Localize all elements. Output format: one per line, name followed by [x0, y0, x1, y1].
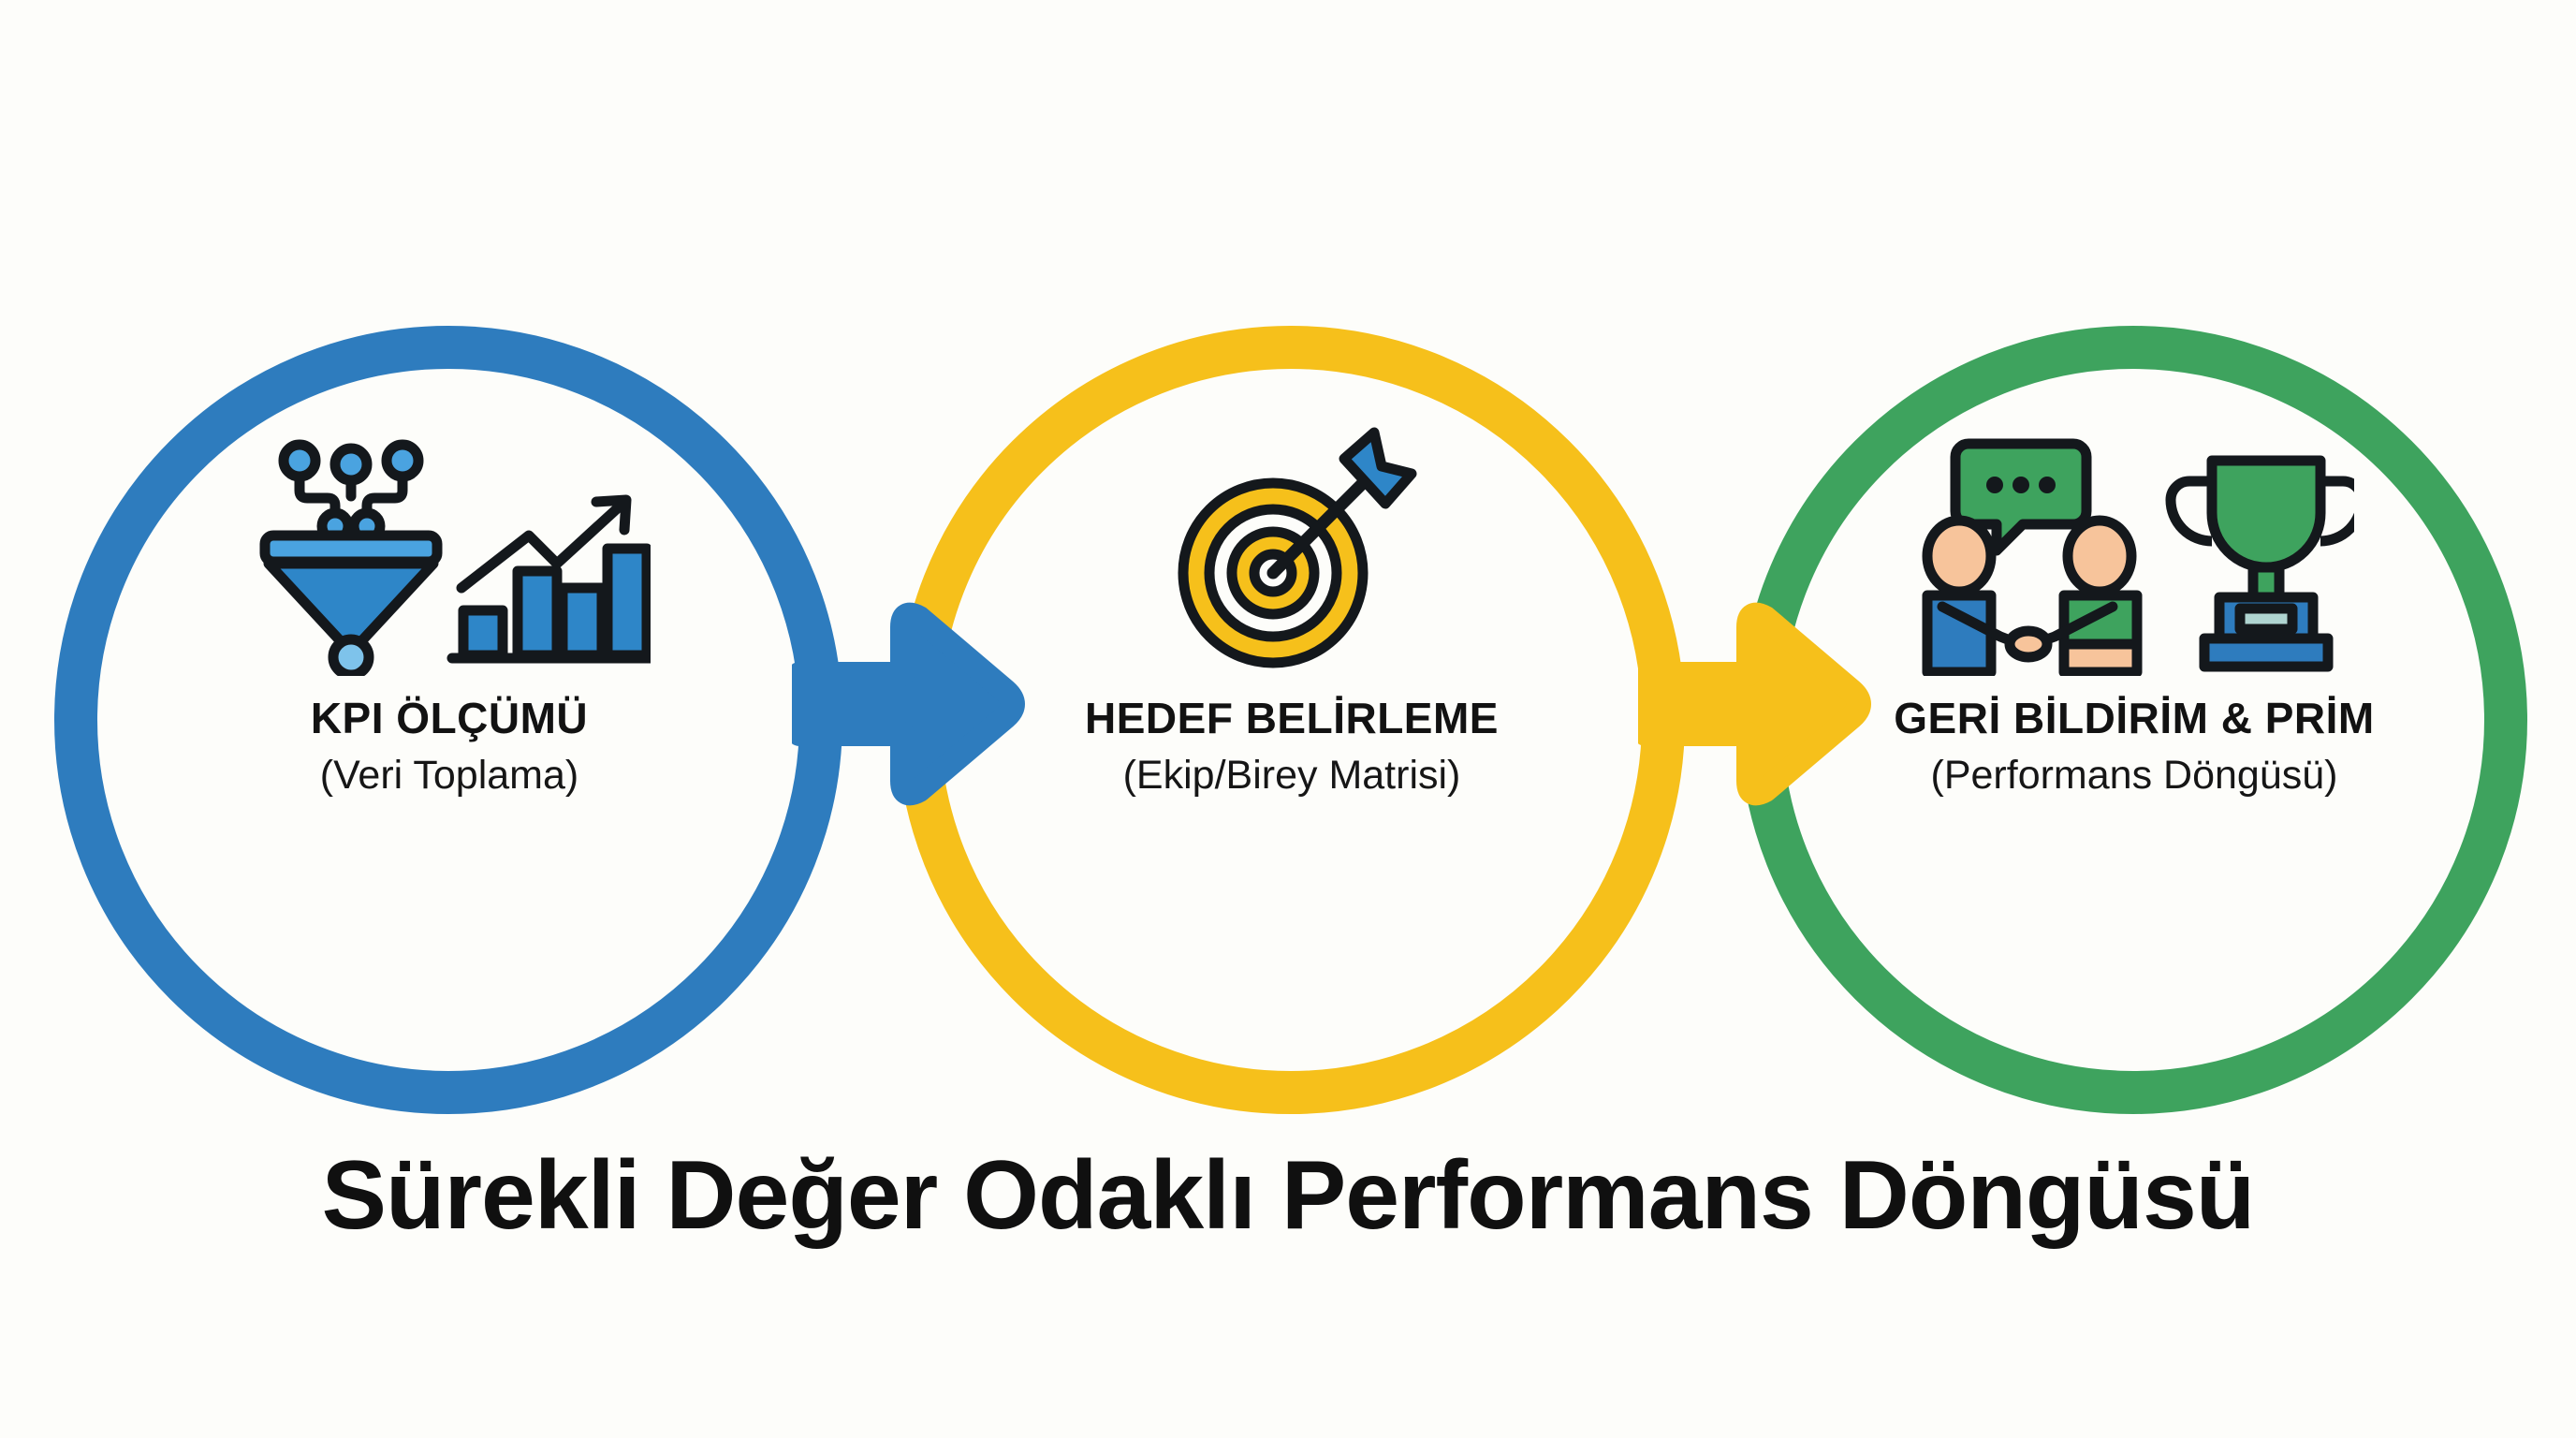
target-arrow-icon: [1151, 423, 1432, 676]
stage-title-goal-setting: HEDEF BELİRLEME: [1085, 694, 1499, 742]
page-title: Sürekli Değer Odaklı Performans Döngüsü: [321, 1141, 2256, 1250]
stage-title-feedback-bonus: GERİ BİLDİRİM & PRİM: [1894, 694, 2375, 742]
stage-feedback-bonus: GERİ BİLDİRİM & PRİM (Performans Döngüsü…: [1778, 423, 2490, 799]
handshake-trophy-icon: [1914, 423, 2354, 676]
stage-title-kpi-measurement: KPI ÖLÇÜMÜ: [310, 694, 589, 742]
stage-kpi-measurement: KPI ÖLÇÜMÜ (Veri Toplama): [112, 423, 786, 799]
stage-goal-setting: HEDEF BELİRLEME (Ekip/Birey Matrisi): [955, 423, 1629, 799]
funnel-bar-chart-icon: [248, 423, 651, 676]
stage-subtitle-feedback-bonus: (Performans Döngüsü): [1930, 753, 2338, 798]
arrow-kpi-to-goal: [787, 588, 1026, 827]
stage-subtitle-goal-setting: (Ekip/Birey Matrisi): [1122, 753, 1461, 798]
arrow-goal-to-feedback: [1633, 588, 1872, 827]
stage-subtitle-kpi-measurement: (Veri Toplama): [319, 753, 579, 798]
